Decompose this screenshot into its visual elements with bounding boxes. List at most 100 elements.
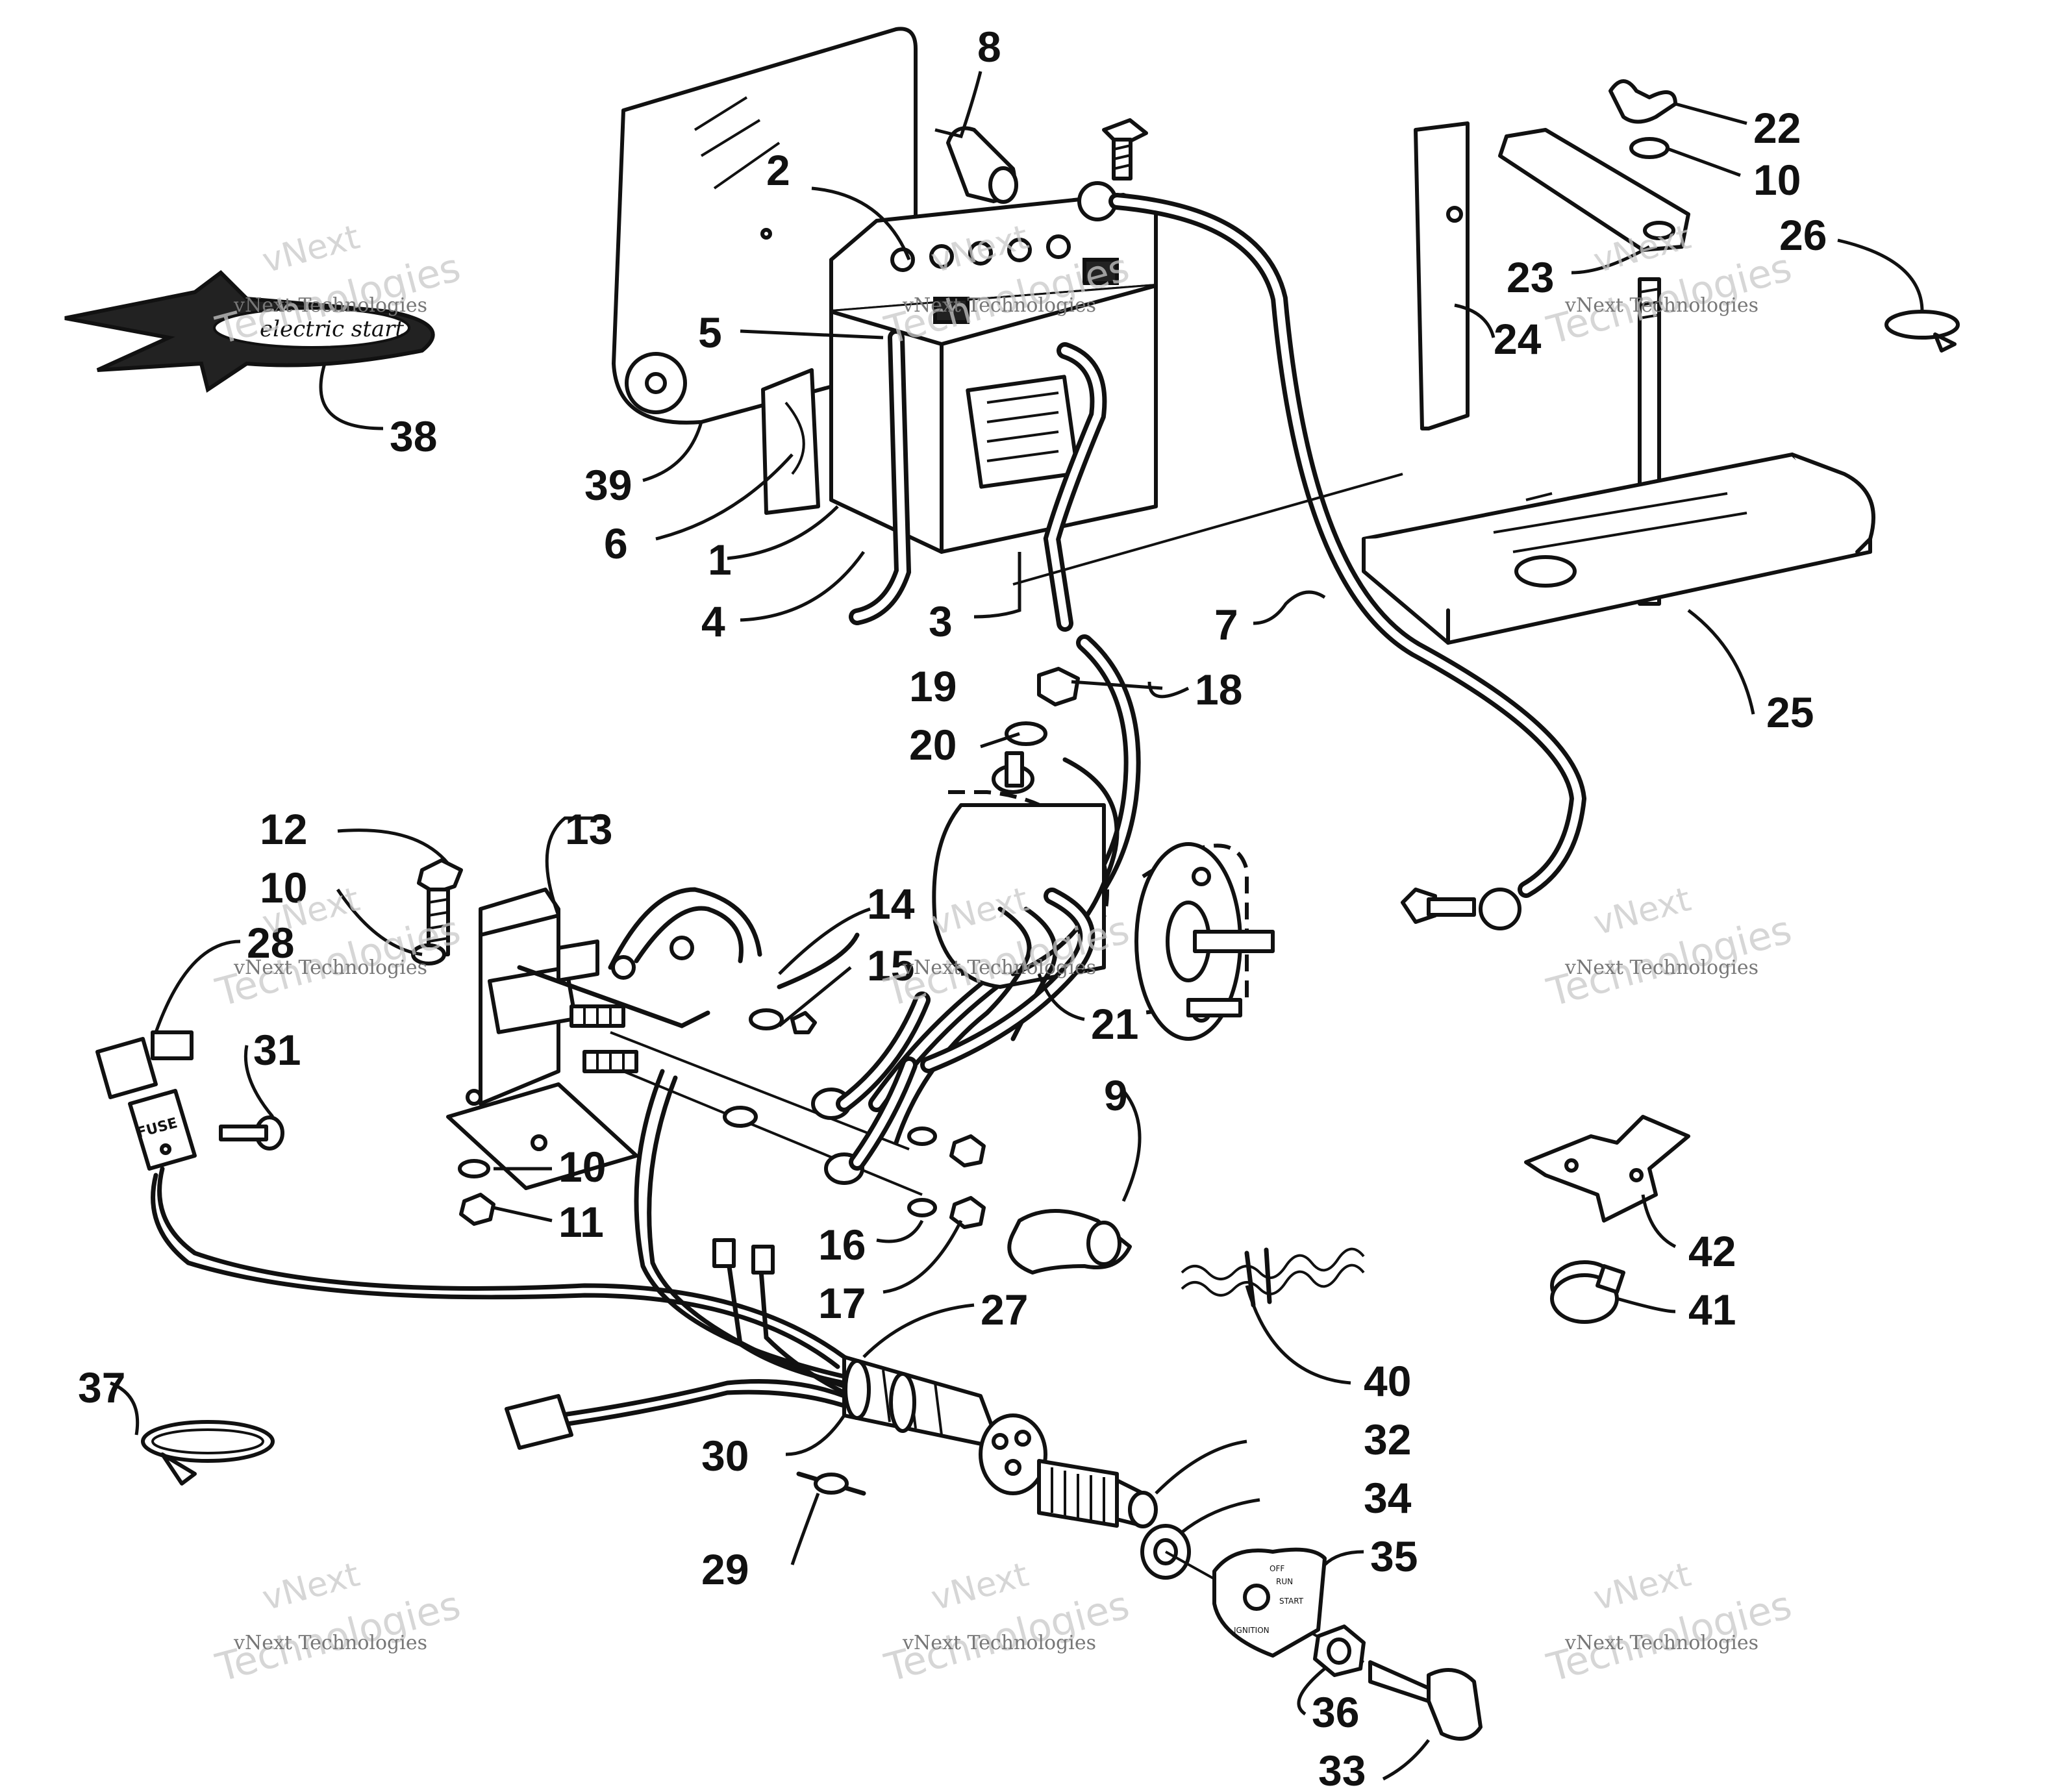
svg-text:vNext: vNext <box>1590 1555 1695 1618</box>
battery-tray <box>1362 453 1875 645</box>
callout-25: 25 <box>1766 688 1814 736</box>
solenoid-washer-top <box>411 943 446 965</box>
solenoid-guide-lines <box>610 1031 923 1196</box>
svg-text:vNext Technologies: vNext Technologies <box>233 956 427 979</box>
callout-32: 32 <box>1364 1415 1411 1463</box>
svg-text:vNext Technologies: vNext Technologies <box>233 294 427 317</box>
watermark-7: vNext Technologies vNext Technologies <box>211 1555 465 1691</box>
callout-29: 29 <box>701 1545 749 1593</box>
callout-21: 21 <box>1091 1000 1138 1048</box>
plate-run: RUN <box>1276 1577 1293 1586</box>
callout-11: 11 <box>558 1198 604 1246</box>
callout-9: 9 <box>1104 1071 1128 1119</box>
starter-solenoid <box>446 888 710 1190</box>
ignition-switch <box>979 1413 1158 1528</box>
callout-28: 28 <box>247 919 294 967</box>
watermark-3: vNext Technologies vNext Technologies <box>1542 218 1796 353</box>
callout-35: 35 <box>1370 1532 1418 1580</box>
battery-positive-cable <box>1043 342 1107 632</box>
callout-42: 42 <box>1688 1227 1736 1275</box>
callout-31: 31 <box>253 1026 301 1074</box>
callout-38: 38 <box>390 412 437 460</box>
plate-ignition: IGNITION <box>1234 1626 1270 1635</box>
callout-7: 7 <box>1214 601 1238 649</box>
svg-text:vNext Technologies: vNext Technologies <box>1564 294 1758 317</box>
vent-tube <box>849 329 912 625</box>
callout-26: 26 <box>1779 211 1827 259</box>
decal-text: electric start <box>260 316 404 342</box>
wing-nut <box>1608 79 1677 124</box>
ignition-plate: OFF RUN START IGNITION <box>1212 1547 1327 1658</box>
callout-34: 34 <box>1364 1474 1412 1522</box>
battery-negative-cable <box>1077 181 1587 930</box>
fuse-holder-screw <box>219 1115 284 1151</box>
callout-8: 8 <box>977 23 1001 71</box>
battery-terminal-bolt <box>1102 118 1148 180</box>
callout-14: 14 <box>867 880 915 928</box>
callout-36: 36 <box>1312 1688 1359 1736</box>
plate-off: OFF <box>1270 1564 1284 1573</box>
spring <box>1181 1247 1365 1308</box>
starter-washer <box>1005 721 1047 746</box>
svg-text:vNext: vNext <box>1590 880 1695 943</box>
callout-10-top: 10 <box>1753 156 1801 204</box>
electric-start-decal: electric start <box>64 270 435 393</box>
callout-20: 20 <box>909 721 957 769</box>
solenoid-boot <box>1007 1209 1132 1275</box>
callout-37: 37 <box>78 1363 125 1412</box>
ignition-key <box>1368 1660 1483 1741</box>
svg-text:vNext: vNext <box>258 218 364 280</box>
callout-13: 13 <box>565 805 612 853</box>
svg-text:vNext Technologies: vNext Technologies <box>902 294 1096 317</box>
hose-clamp-26 <box>1884 310 1960 353</box>
terminal-boot <box>946 126 1018 204</box>
fuse-holder: FUSE <box>95 1030 197 1171</box>
callout-5: 5 <box>698 308 722 356</box>
starter-motor <box>932 751 1275 1041</box>
svg-text:vNext Technologies: vNext Technologies <box>902 1632 1096 1654</box>
mount-line <box>1012 473 1403 586</box>
callout-39: 39 <box>584 461 632 509</box>
hold-down-strap <box>1414 121 1470 430</box>
main-wiring-harness <box>151 1069 1002 1450</box>
svg-text:vNext Technologies: vNext Technologies <box>902 956 1096 979</box>
callout-10-bottom: 10 <box>558 1143 606 1191</box>
watermark-6: vNext Technologies vNext Technologies <box>1542 880 1796 1015</box>
lock-washer <box>907 1126 937 1146</box>
starter-nut <box>1037 667 1080 706</box>
callout-19: 19 <box>909 662 957 710</box>
diode <box>796 1471 866 1496</box>
battery-pad <box>761 368 820 515</box>
svg-text:vNext Technologies: vNext Technologies <box>233 1632 427 1654</box>
callout-3: 3 <box>929 597 953 645</box>
svg-text:vNext: vNext <box>258 1555 364 1618</box>
callout-23: 23 <box>1507 253 1554 301</box>
callout-22: 22 <box>1753 104 1801 152</box>
callout-16: 16 <box>818 1221 866 1269</box>
callout-2: 2 <box>766 146 790 194</box>
callout-numbers: 1 2 3 4 5 6 7 8 9 10 10 10 11 12 13 14 1… <box>78 23 1827 1792</box>
solenoid-nut <box>459 1193 495 1226</box>
svg-text:vNext Technologies: vNext Technologies <box>1564 1632 1758 1654</box>
callout-15: 15 <box>867 941 914 989</box>
leader-lines <box>110 71 1924 1781</box>
mounting-bracket <box>1524 1115 1690 1223</box>
lock-washer-lower <box>907 1198 937 1217</box>
callout-40: 40 <box>1364 1357 1411 1405</box>
svg-text:vNext Technologies: vNext Technologies <box>1564 956 1758 979</box>
hose-clamp-41 <box>1550 1260 1625 1324</box>
callout-1: 1 <box>708 536 732 584</box>
terminal-nut <box>949 1134 986 1167</box>
callout-6: 6 <box>604 519 628 567</box>
washer <box>1629 137 1670 159</box>
hold-down-bracket <box>1498 128 1690 252</box>
plate-start: START <box>1279 1597 1304 1606</box>
callout-10-solenoid: 10 <box>260 864 307 912</box>
callout-33: 33 <box>1318 1747 1366 1792</box>
callout-24: 24 <box>1494 315 1542 363</box>
solenoid-small-wires <box>608 887 860 1034</box>
watermark-9: vNext Technologies vNext Technologies <box>1542 1555 1796 1691</box>
solenoid-washer-bottom <box>458 1159 490 1178</box>
